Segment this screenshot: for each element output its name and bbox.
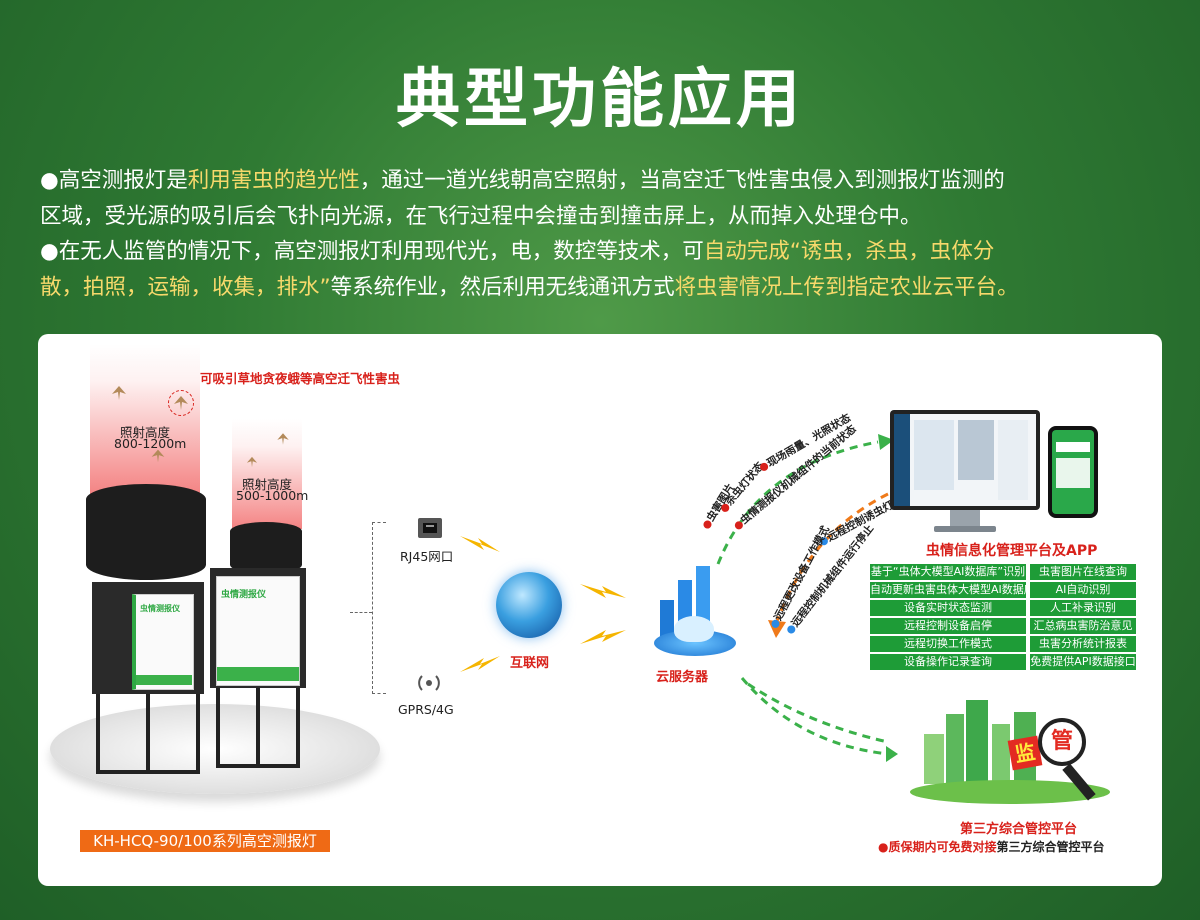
moth-icon bbox=[277, 433, 289, 445]
internet-label: 互联网 bbox=[510, 656, 550, 671]
connector-bracket-vertical bbox=[372, 522, 386, 694]
moth-icon bbox=[151, 449, 165, 463]
lightning-icon bbox=[460, 656, 500, 672]
intro-highlight: 利用害虫的趋光性 bbox=[187, 168, 360, 193]
function-item-left: 设备实时状态监测 bbox=[870, 600, 1026, 616]
arrow-to-third-party bbox=[740, 677, 898, 762]
function-item-right: 免费提供API数据接口 bbox=[1030, 654, 1136, 670]
globe-icon bbox=[496, 572, 562, 638]
monitor-stand bbox=[950, 510, 980, 526]
data-flow-arrows bbox=[716, 434, 894, 744]
intro-line-1: ●高空测报灯是利用害虫的趋光性，通过一道光线朝高空照射，当高空迁飞性害虫侵入到测… bbox=[40, 163, 1160, 199]
lamp-shade-large bbox=[86, 484, 206, 580]
device-stand-large bbox=[96, 694, 200, 774]
attract-label: 可吸引草地贪夜蛾等高空迁飞性害虫 bbox=[200, 371, 401, 386]
lamp-shade-small bbox=[230, 522, 302, 574]
cloud-server-icon bbox=[650, 560, 740, 660]
device-stand-small bbox=[216, 688, 300, 768]
function-item-right: 汇总病虫害防治意见 bbox=[1030, 618, 1136, 634]
beam-height-label-2: 照射高度 bbox=[242, 477, 293, 492]
door-stripe bbox=[136, 675, 192, 685]
rj45-port-icon bbox=[418, 518, 442, 538]
device-door-small: 虫情测报仪 bbox=[216, 576, 300, 686]
intro-highlight: 自动完成“诱虫，杀虫，虫体分 bbox=[703, 239, 995, 264]
door-title: 虫情测报仪 bbox=[140, 604, 180, 613]
intro-text: ，通过一道光线朝高空照射，当高空迁飞性害虫侵入到测报灯监测的 bbox=[359, 168, 1005, 193]
beam-height-label-1: 照射高度 bbox=[120, 425, 171, 440]
function-item-left: 自动更新虫害虫体大模型AI数据库 bbox=[870, 582, 1035, 598]
monitor-base bbox=[934, 526, 996, 532]
function-item-right: AI自动识别 bbox=[1030, 582, 1136, 598]
platform-title: 虫情信息化管理平台及APP bbox=[926, 543, 1098, 559]
note-highlight: 免费对接 bbox=[948, 840, 997, 854]
diagram-panel: 虫情测报仪 虫情测报仪 可吸引草地贪夜蛾等高空迁飞性害虫 照射高度 800-12… bbox=[38, 334, 1162, 886]
model-label: KH-HCQ-90/100系列高空测报灯 bbox=[80, 830, 330, 852]
intro-line-3: ●在无人监管的情况下，高空测报灯利用现代光，电，数控等技术，可自动完成“诱虫，杀… bbox=[40, 234, 1160, 270]
beam-height-range-1: 800-1200m bbox=[114, 436, 187, 451]
monitor-icon bbox=[890, 410, 1040, 510]
device-door-large: 虫情测报仪 bbox=[132, 594, 194, 690]
door-title: 虫情测报仪 bbox=[221, 590, 267, 600]
cloud-label: 云服务器 bbox=[656, 670, 709, 685]
function-item-left: 设备操作记录查询 bbox=[870, 654, 1026, 670]
gprs-label: GPRS/4G bbox=[398, 702, 454, 717]
page-title: 典型功能应用 bbox=[396, 63, 804, 137]
phone-icon bbox=[1048, 426, 1098, 518]
magnifier-icon: 管 bbox=[1038, 718, 1086, 766]
intro-highlight: 散，拍照，运输，收集，排水” bbox=[40, 275, 331, 300]
third-party-note: ●质保期内可免费对接第三方综合管控平台 bbox=[878, 838, 1105, 855]
intro-line-4: 散，拍照，运输，收集，排水”等系统作业，然后利用无线通讯方式将虫害情况上传到指定… bbox=[40, 270, 1160, 306]
intro-text: ●在无人监管的情况下，高空测报灯利用现代光，电，数控等技术，可 bbox=[40, 239, 704, 264]
moth-icon bbox=[112, 386, 126, 400]
intro-text: 等系统作业，然后利用无线通讯方式 bbox=[330, 275, 675, 300]
connector-bracket bbox=[350, 612, 372, 613]
light-beam-large bbox=[90, 344, 200, 494]
intro-text: ●高空测报灯是 bbox=[40, 168, 188, 193]
ground-platform bbox=[50, 704, 380, 794]
note-text: 第三方综合管控平台 bbox=[996, 840, 1105, 854]
function-item-right: 虫害分析统计报表 bbox=[1030, 636, 1136, 652]
note-text: ●质保期内可 bbox=[878, 840, 949, 854]
function-item-right: 虫害图片在线查询 bbox=[1030, 564, 1136, 580]
moth-icon bbox=[246, 456, 258, 468]
intro-highlight: 将虫害情况上传到指定农业云平台。 bbox=[674, 275, 1019, 300]
light-beam-small bbox=[232, 419, 302, 529]
function-item-left: 远程控制设备启停 bbox=[870, 618, 1026, 634]
lightning-icon bbox=[580, 584, 626, 598]
lightning-icon bbox=[460, 536, 500, 552]
rj45-label: RJ45网口 bbox=[400, 549, 454, 564]
moth-icon bbox=[174, 396, 188, 410]
third-party-title: 第三方综合管控平台 bbox=[960, 822, 1078, 837]
lightning-icon bbox=[580, 630, 626, 644]
beam-height-range-2: 500-1000m bbox=[236, 488, 309, 503]
door-stripe bbox=[217, 667, 299, 681]
intro-line-2: 区域，受光源的吸引后会飞扑向光源，在飞行过程中会撞击到撞击屏上，从而掉入处理仓中… bbox=[40, 204, 922, 229]
function-item-left: 基于“虫体大模型AI数据库”识别 bbox=[870, 564, 1026, 580]
function-item-left: 远程切换工作模式 bbox=[870, 636, 1026, 652]
supervise-badge-2: 管 bbox=[1050, 729, 1073, 754]
moth-highlight-circle bbox=[168, 390, 194, 416]
wireless-signal-icon bbox=[418, 675, 440, 691]
function-item-right: 人工补录识别 bbox=[1030, 600, 1136, 616]
